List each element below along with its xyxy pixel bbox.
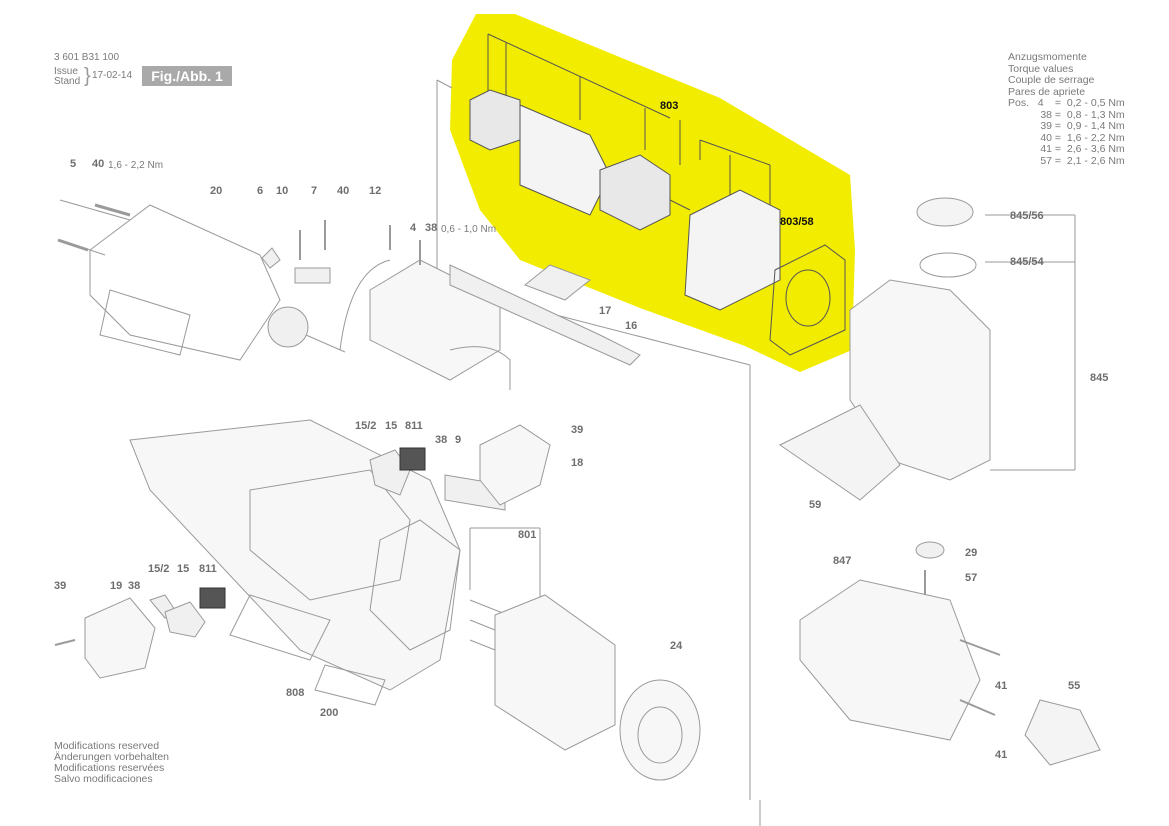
part-label-845: 845 xyxy=(1090,372,1109,384)
part-label-17: 17 xyxy=(599,305,612,317)
part-label-803: 803 xyxy=(660,100,679,112)
part-label-5: 5 xyxy=(70,158,77,170)
figure-label: Fig./Abb. 1 xyxy=(142,66,232,86)
part-label-9: 9 xyxy=(455,434,462,446)
part-label-59: 59 xyxy=(809,499,822,511)
torque-pos: 57 xyxy=(1040,154,1052,167)
part-label-15-b: 15 xyxy=(177,563,190,575)
issue-label: Issue xyxy=(54,66,78,77)
part-label-38: 38 xyxy=(425,222,438,234)
part-label-57: 57 xyxy=(965,572,978,584)
torque-value: = 2,1 - 2,6 Nm xyxy=(1054,154,1125,167)
part-label-803-58: 803/58 xyxy=(780,216,814,228)
torque-value: = 0,2 - 0,5 Nm xyxy=(1054,97,1125,109)
part-label-19: 19 xyxy=(110,580,123,592)
torque-row: 57 = 2,1 - 2,6 Nm xyxy=(1008,154,1125,168)
torque-pos: 39 xyxy=(1040,120,1052,132)
part-label-12: 12 xyxy=(369,185,382,197)
torque-title-fr: Couple de serrage xyxy=(1008,74,1095,86)
part-label-847: 847 xyxy=(833,555,852,567)
part-label-10: 10 xyxy=(276,185,289,197)
issue-date: 17-02-14 xyxy=(92,70,133,81)
torque-row: Pos. 4 = 0,2 - 0,5 Nm xyxy=(1008,97,1125,110)
torque-value: = 2,6 - 3,6 Nm xyxy=(1054,143,1125,155)
part-label-808: 808 xyxy=(286,687,305,699)
torque-title-de: Anzugsmomente xyxy=(1008,51,1087,63)
part-label-20: 20 xyxy=(210,185,223,197)
part-label-811-b: 811 xyxy=(199,563,217,575)
note-de: Änderungen vorbehalten xyxy=(54,751,170,763)
torque-row: 41 = 2,6 - 3,6 Nm xyxy=(1008,143,1125,156)
torque-row: 40 = 1,6 - 2,2 Nm xyxy=(1008,131,1125,145)
stand-label: Stand xyxy=(54,76,81,87)
torque-values: Anzugsmomente Torque values Couple de se… xyxy=(1008,51,1125,168)
part-label-24: 24 xyxy=(670,640,683,652)
part-label-39-b: 39 xyxy=(54,580,67,592)
torque-value: = 1,6 - 2,2 Nm xyxy=(1054,131,1125,144)
part-label-4: 4 xyxy=(410,222,417,234)
note-fr: Modifications reservées xyxy=(54,762,165,774)
torque-pos: 38 xyxy=(1040,108,1052,121)
part-label-16: 16 xyxy=(625,320,638,332)
part-label-40-b: 40 xyxy=(337,185,350,197)
torque-spec-40: 1,6 - 2,2 Nm xyxy=(108,160,164,171)
part-label-15-2: 15/2 xyxy=(355,420,377,432)
modifications-note: Modifications reserved Änderungen vorbeh… xyxy=(54,741,169,785)
part-label-41-b: 41 xyxy=(995,749,1008,761)
doc-number: 3 601 B31 100 xyxy=(54,52,120,63)
torque-title-es: Pares de apriete xyxy=(1008,85,1086,98)
torque-spec-38: 0,6 - 1,0 Nm xyxy=(441,224,497,235)
part-label-38-b: 38 xyxy=(435,434,448,446)
part-label-15: 15 xyxy=(385,420,398,432)
part-label-845-54: 845/54 xyxy=(1010,256,1044,268)
part-label-811: 811 xyxy=(405,420,423,432)
note-es: Salvo modificaciones xyxy=(54,773,153,785)
part-label-6: 6 xyxy=(257,185,264,197)
part-label-200: 200 xyxy=(320,707,339,719)
part-label-801: 801 xyxy=(518,529,537,541)
torque-pos: 41 xyxy=(1040,143,1052,155)
part-label-15-2-b: 15/2 xyxy=(148,563,170,575)
torque-row: 39 = 0,9 - 1,4 Nm xyxy=(1008,120,1125,133)
part-label-29: 29 xyxy=(965,547,978,559)
torque-value: = 0,9 - 1,4 Nm xyxy=(1054,120,1125,132)
part-label-41: 41 xyxy=(995,680,1008,692)
torque-title-en: Torque values xyxy=(1008,62,1074,75)
torque-pos: 40 xyxy=(1040,131,1052,144)
part-label-40: 40 xyxy=(92,158,105,170)
torque-row: 38 = 0,8 - 1,3 Nm xyxy=(1008,108,1125,122)
part-label-845-56: 845/56 xyxy=(1010,210,1044,222)
part-label-18: 18 xyxy=(571,457,584,469)
part-label-39: 39 xyxy=(571,424,584,436)
torque-pos: Pos. 4 xyxy=(1008,97,1044,109)
brace-glyph: } xyxy=(84,65,91,87)
part-label-55: 55 xyxy=(1068,680,1081,692)
part-label-7: 7 xyxy=(311,185,318,197)
part-label-38-c: 38 xyxy=(128,580,141,592)
torque-value: = 0,8 - 1,3 Nm xyxy=(1054,108,1125,121)
note-en: Modifications reserved xyxy=(54,740,160,752)
